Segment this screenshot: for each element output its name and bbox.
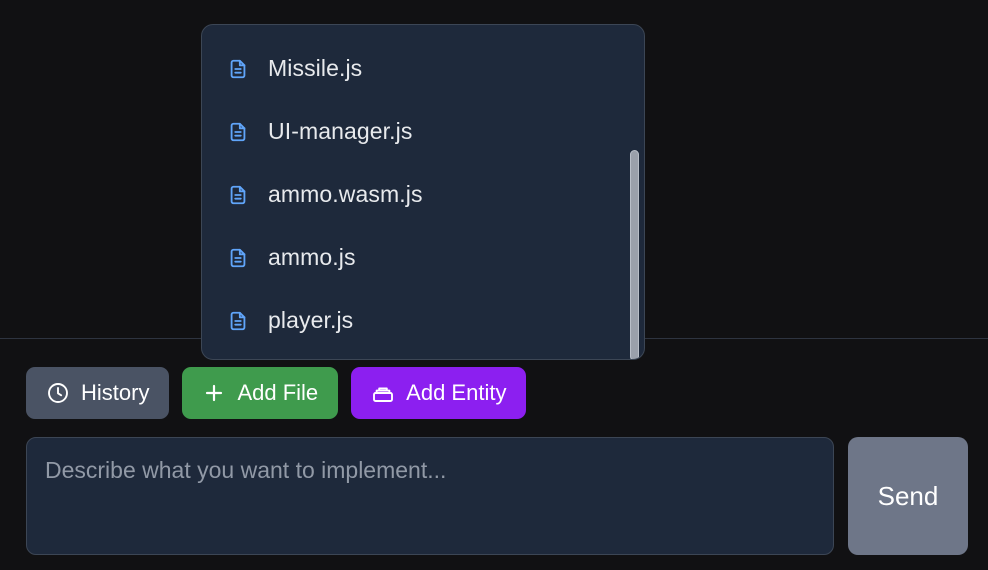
clock-icon xyxy=(48,383,68,403)
file-list-item[interactable]: ammo.wasm.js xyxy=(202,163,644,226)
send-button[interactable]: Send xyxy=(848,437,968,555)
file-name-label: player.js xyxy=(268,307,354,333)
file-list-item[interactable]: Missile.js xyxy=(202,37,644,100)
add-entity-button-label: Add Entity xyxy=(406,380,507,405)
scrollbar-track[interactable] xyxy=(628,26,640,359)
history-button-label: History xyxy=(81,380,150,405)
add-entity-button[interactable]: Add Entity xyxy=(351,367,527,419)
prompt-row: Send xyxy=(26,437,968,555)
file-list-item[interactable]: UI-manager.js xyxy=(202,100,644,163)
prompt-input[interactable] xyxy=(26,437,834,555)
add-file-button-label: Add File xyxy=(237,380,319,405)
file-name-label: ammo.wasm.js xyxy=(268,181,423,207)
file-name-label: ammo.js xyxy=(268,244,356,270)
box-icon xyxy=(373,387,394,402)
file-name-label: Missile.js xyxy=(268,55,363,81)
file-list: Missile.js UI-manager.js ammo.wasm.js xyxy=(202,25,644,359)
plus-icon xyxy=(206,384,223,402)
file-icon xyxy=(230,311,246,330)
file-name-label: UI-manager.js xyxy=(268,118,413,144)
file-icon xyxy=(230,59,246,78)
file-list-item[interactable]: player.js xyxy=(202,289,644,352)
scrollbar-thumb[interactable] xyxy=(630,150,639,359)
file-list-item[interactable]: ammo.js xyxy=(202,226,644,289)
action-bar: History Add File Add Entity xyxy=(26,367,527,419)
file-suggestion-panel: Missile.js UI-manager.js ammo.wasm.js xyxy=(201,24,645,360)
history-button[interactable]: History xyxy=(26,367,170,419)
file-icon xyxy=(230,122,246,141)
file-icon xyxy=(230,185,246,204)
file-icon xyxy=(230,248,246,267)
add-file-button[interactable]: Add File xyxy=(182,367,339,419)
